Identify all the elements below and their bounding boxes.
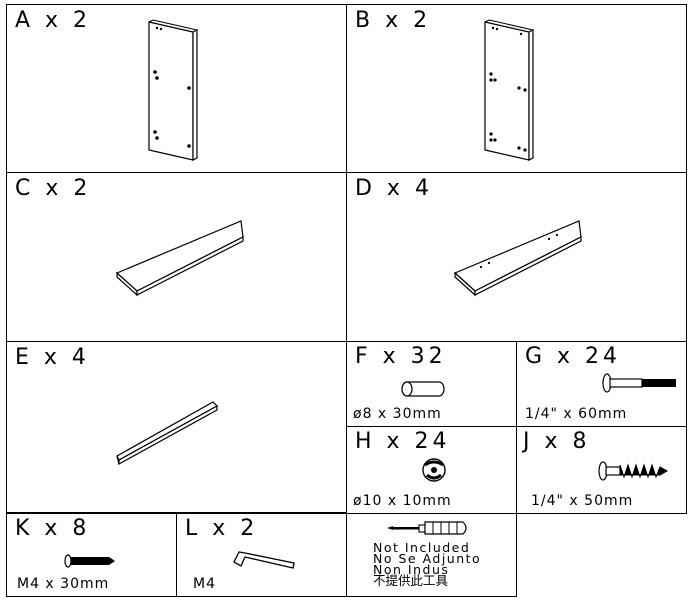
rail-e-illustration — [116, 401, 218, 466]
part-d-label: D x 4 — [355, 176, 433, 201]
screw-k-icon — [64, 554, 115, 568]
tool-note-line-2: No Se Adjunto — [373, 551, 482, 566]
part-d-cell: D x 4 — [346, 172, 687, 342]
screw-j-icon — [598, 461, 669, 481]
part-j-cell: J x 8 1/4" x 50mm — [516, 426, 687, 514]
hex-key-l-icon — [233, 551, 295, 569]
part-f-cell: F x 32 ø8 x 30mm — [346, 341, 517, 427]
part-g-spec: 1/4" x 60mm — [525, 406, 628, 422]
shelf-d-illustration — [453, 220, 582, 297]
cam-lock-h-icon — [422, 458, 446, 482]
shelf-c-illustration — [115, 220, 244, 297]
part-f-spec: ø8 x 30mm — [353, 406, 442, 422]
part-g-cell: G x 24 1/4" x 60mm — [516, 341, 687, 427]
part-c-cell: C x 2 — [6, 172, 347, 342]
part-c-label: C x 2 — [15, 176, 92, 201]
tool-note-line-1: Not Included — [373, 540, 471, 555]
part-g-label: G x 24 — [525, 344, 622, 369]
part-e-label: E x 4 — [15, 345, 90, 370]
part-l-spec: M4 — [193, 576, 216, 592]
screwdriver-icon — [387, 521, 467, 535]
tool-note-line-4: 不提供此工具 — [373, 573, 449, 588]
part-b-label: B x 2 — [355, 8, 432, 33]
part-k-spec: M4 x 30mm — [17, 576, 110, 592]
part-a-cell: A x 2 — [6, 4, 347, 173]
part-b-cell: B x 2 — [346, 4, 687, 173]
part-j-label: J x 8 — [523, 429, 591, 454]
part-f-label: F x 32 — [355, 344, 447, 369]
tool-note-cell: Not Included No Se Adjunto Non Indus 不提供… — [346, 513, 517, 597]
part-k-cell: K x 8 M4 x 30mm — [6, 513, 177, 597]
panel-b-illustration — [484, 19, 534, 161]
part-h-cell: H x 24 ø10 x 10mm — [346, 426, 517, 514]
part-e-cell: E x 4 — [6, 341, 347, 513]
part-h-spec: ø10 x 10mm — [353, 493, 452, 509]
tool-note-text: Not Included No Se Adjunto Non Indus 不提供… — [373, 540, 482, 588]
part-l-label: L x 2 — [185, 516, 259, 541]
tool-note-line-3: Non Indus — [373, 562, 450, 577]
dowel-f-icon — [401, 381, 445, 397]
bolt-g-icon — [602, 373, 676, 393]
part-k-label: K x 8 — [15, 516, 91, 541]
part-j-spec: 1/4" x 50mm — [531, 493, 634, 509]
panel-a-illustration — [148, 19, 198, 161]
part-h-label: H x 24 — [355, 429, 451, 454]
part-l-cell: L x 2 M4 — [176, 513, 347, 597]
part-a-label: A x 2 — [15, 8, 92, 33]
